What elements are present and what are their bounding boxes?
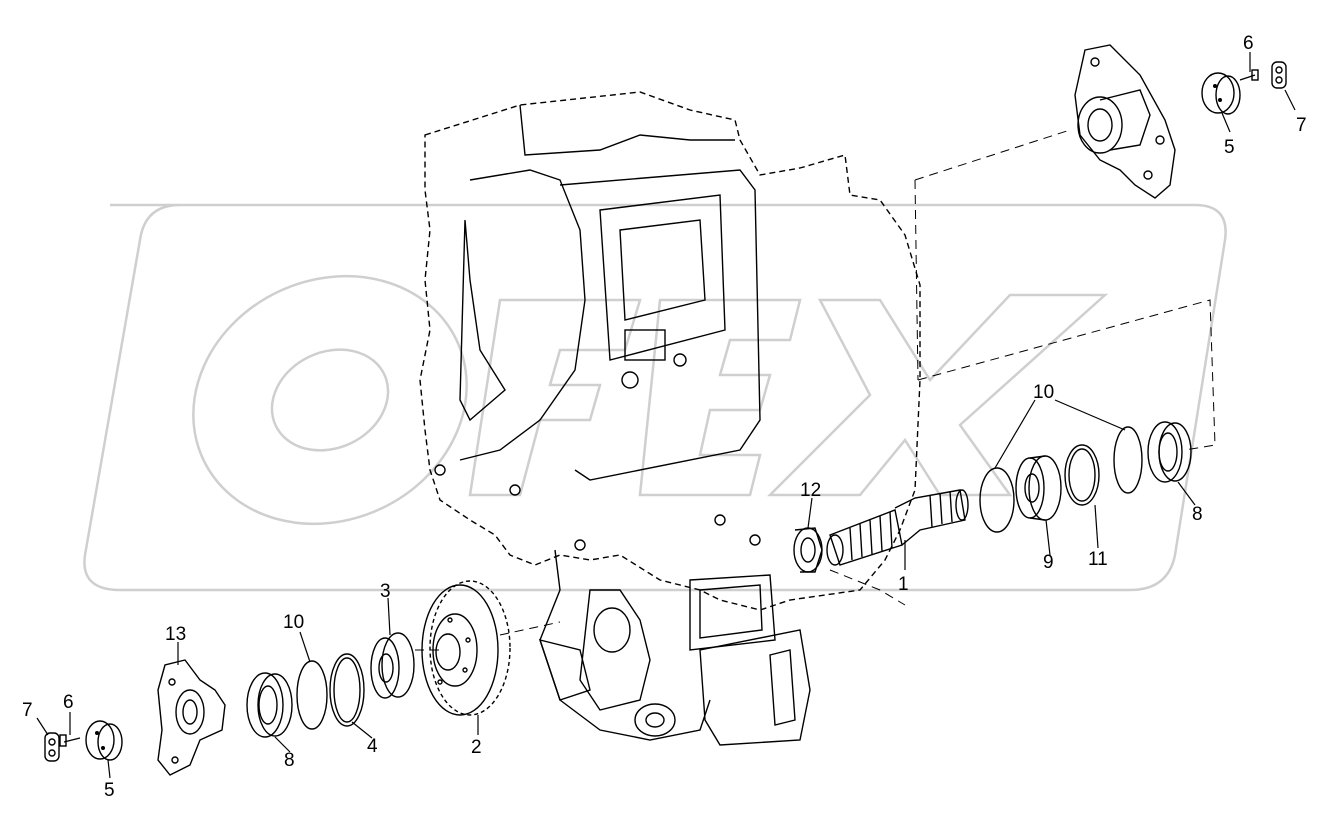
part-label-11: 11 xyxy=(1088,549,1108,570)
snap-ring-10-right-a xyxy=(979,467,1015,533)
washer-5-top xyxy=(1201,72,1241,115)
seal-8-left xyxy=(246,672,293,738)
plate-7-top xyxy=(1271,61,1287,89)
shaft-1 xyxy=(826,489,969,566)
bearing-9 xyxy=(1015,455,1062,521)
part-label-5-bottom: 5 xyxy=(104,780,115,801)
assembly-dashed-lines xyxy=(415,129,1216,651)
part-label-12: 12 xyxy=(800,480,821,501)
part-label-7-top: 7 xyxy=(1296,115,1307,136)
part-label-13: 13 xyxy=(165,624,186,645)
transmission-housing xyxy=(419,91,921,746)
part-labels: 1 2 3 4 5 5 6 6 7 7 8 8 9 10 10 11 12 13 xyxy=(22,33,1307,801)
part-label-10-left: 10 xyxy=(283,612,304,633)
nut-12 xyxy=(793,527,823,573)
washer-5-bottom xyxy=(85,720,123,761)
snap-ring-10-left xyxy=(296,660,328,730)
watermark-logo xyxy=(83,203,1227,592)
leader-lines xyxy=(36,52,1296,779)
seal-8-right xyxy=(1147,421,1192,483)
part-label-1: 1 xyxy=(898,574,909,595)
part-label-3: 3 xyxy=(380,581,391,602)
part-label-10-right: 10 xyxy=(1033,382,1054,403)
bolt-6-top xyxy=(1239,69,1259,81)
gear-2 xyxy=(421,580,511,716)
part-label-6-top: 6 xyxy=(1243,33,1254,54)
ring-11 xyxy=(1064,444,1100,506)
part-label-9: 9 xyxy=(1043,552,1054,573)
part-label-4: 4 xyxy=(367,736,378,757)
bolt-6-bottom xyxy=(59,734,81,747)
output-flange-top xyxy=(1074,44,1176,199)
part-label-6-bottom: 6 xyxy=(63,692,74,713)
part-label-8-left: 8 xyxy=(284,750,295,771)
flange-13 xyxy=(157,659,226,776)
plate-7-bottom xyxy=(44,732,60,762)
part-label-2: 2 xyxy=(471,737,482,758)
bearing-3 xyxy=(370,632,415,699)
snap-ring-10-right-b xyxy=(1113,426,1143,494)
ring-4 xyxy=(329,653,365,727)
part-label-8-right: 8 xyxy=(1192,504,1203,525)
part-label-7-bottom: 7 xyxy=(22,700,33,721)
part-label-5-top: 5 xyxy=(1224,137,1235,158)
